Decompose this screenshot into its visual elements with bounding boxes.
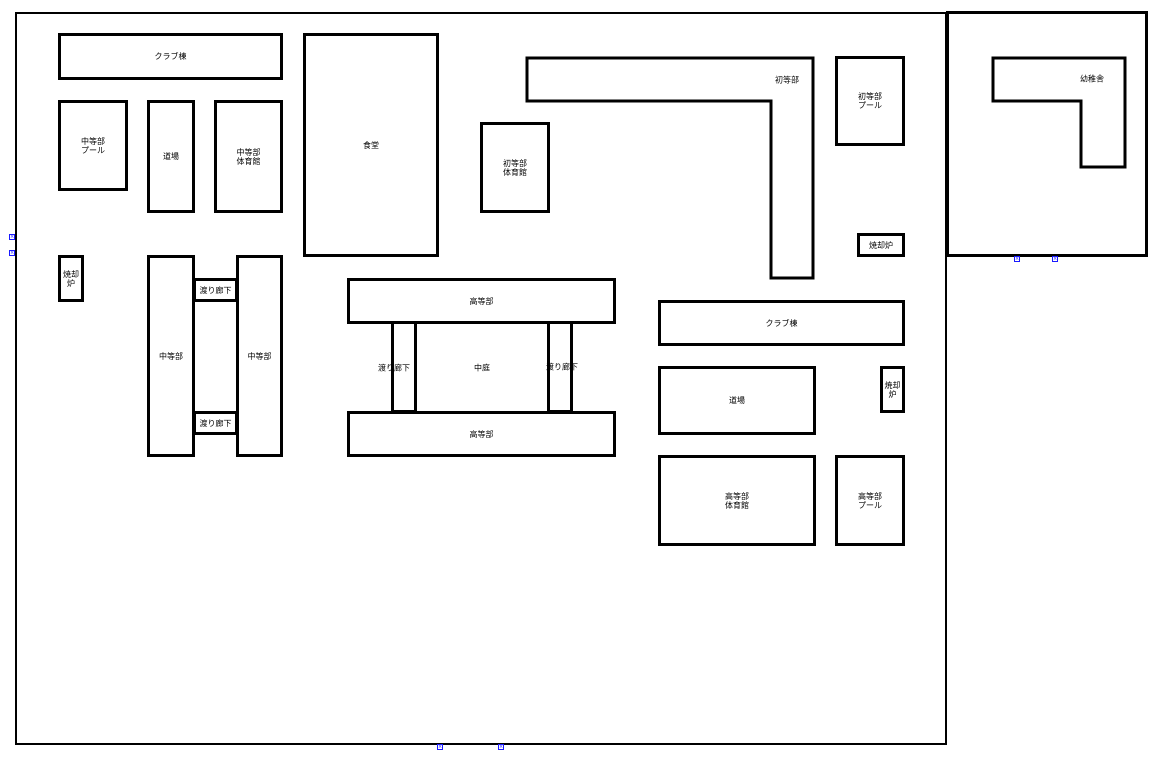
- kindergarten-area: [946, 11, 1148, 257]
- high-school-pool[interactable]: 高等部 プール: [835, 455, 905, 546]
- incinerator-top[interactable]: 焼却炉: [857, 233, 905, 257]
- courtyard-label: 中庭: [474, 363, 490, 373]
- club-building-left[interactable]: クラブ棟: [58, 33, 283, 80]
- kindergarten-building: [991, 56, 1127, 169]
- elementary-building: [525, 56, 815, 280]
- corridor-center-2-label: 渡り廊下: [546, 362, 578, 372]
- kindergarten-label: 幼稚舎: [1080, 74, 1104, 84]
- connection-point-icon[interactable]: ×: [1014, 256, 1020, 262]
- elementary-label: 初等部: [775, 75, 799, 85]
- elementary-pool[interactable]: 初等部 プール: [835, 56, 905, 146]
- incinerator-left[interactable]: 焼却炉: [58, 255, 84, 302]
- club-building-right[interactable]: クラブ棟: [658, 300, 905, 346]
- connection-point-icon[interactable]: ×: [9, 234, 15, 240]
- high-school-gym[interactable]: 高等部 体育館: [658, 455, 816, 546]
- corridor-center-1-label: 渡り廊下: [378, 363, 410, 373]
- corridor-bottom[interactable]: 渡り廊下: [193, 411, 238, 435]
- middle-school-left[interactable]: 中等部: [147, 255, 195, 457]
- connection-point-icon[interactable]: ×: [1052, 256, 1058, 262]
- middle-school-gym[interactable]: 中等部 体育館: [214, 100, 283, 213]
- campus-boundary: [15, 12, 947, 745]
- connection-point-icon[interactable]: ×: [498, 744, 504, 750]
- connection-point-icon[interactable]: ×: [9, 250, 15, 256]
- cafeteria[interactable]: 食堂: [303, 33, 439, 257]
- high-school-top[interactable]: 高等部: [347, 278, 616, 324]
- corridor-top[interactable]: 渡り廊下: [193, 278, 238, 302]
- dojo-left[interactable]: 道場: [147, 100, 195, 213]
- corridor-center-2[interactable]: [547, 321, 573, 413]
- connection-point-icon[interactable]: ×: [437, 744, 443, 750]
- elementary-gym[interactable]: 初等部 体育館: [480, 122, 550, 213]
- middle-school-right[interactable]: 中等部: [236, 255, 283, 457]
- incinerator-right[interactable]: 焼却炉: [880, 366, 905, 413]
- middle-school-pool[interactable]: 中等部 プール: [58, 100, 128, 191]
- high-school-bottom[interactable]: 高等部: [347, 411, 616, 457]
- dojo-right[interactable]: 道場: [658, 366, 816, 435]
